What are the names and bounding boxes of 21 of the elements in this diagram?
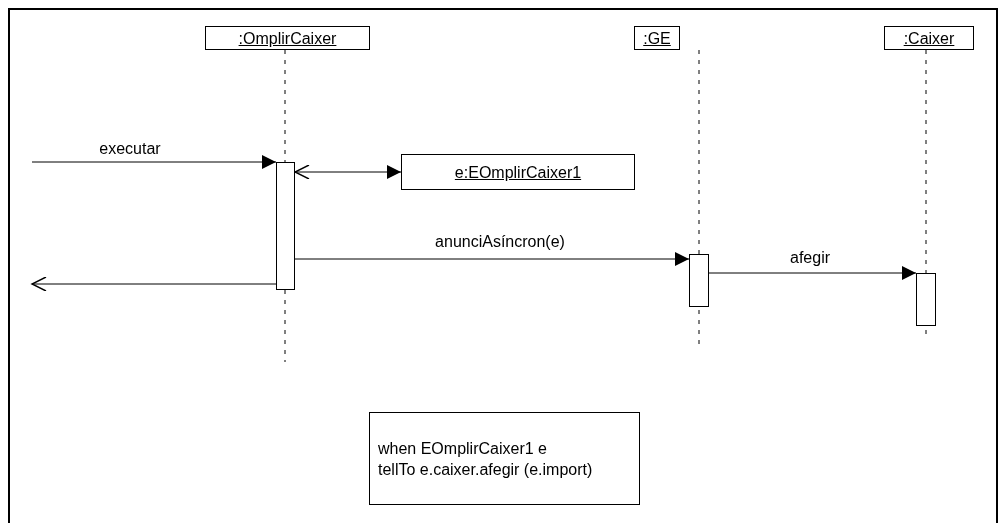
message-arrow	[31, 276, 277, 292]
object-box	[884, 26, 974, 50]
message-arrow	[294, 164, 402, 180]
object-box	[205, 26, 370, 50]
message-arrow	[708, 266, 917, 280]
message-label: anunciAsíncron(e)	[433, 233, 567, 251]
message-arrow	[294, 252, 690, 266]
note-text: tellTo e.caixer.afegir (e.import)	[378, 459, 593, 480]
object-name: :OmplirCaixer	[238, 28, 337, 49]
note-box	[369, 412, 640, 505]
object-name: :Caixer	[903, 28, 955, 49]
activation-bar	[276, 162, 295, 290]
object-box	[634, 26, 680, 50]
message-arrow	[31, 155, 277, 169]
object-name: e:EOmplirCaixer1	[454, 162, 582, 183]
activation-bar	[916, 273, 936, 326]
message-label: afegir	[788, 249, 832, 267]
object-name: :GE	[643, 28, 671, 49]
note-text: when EOmplirCaixer1 e	[378, 438, 547, 459]
object-box	[401, 154, 635, 190]
activation-bar	[689, 254, 709, 307]
